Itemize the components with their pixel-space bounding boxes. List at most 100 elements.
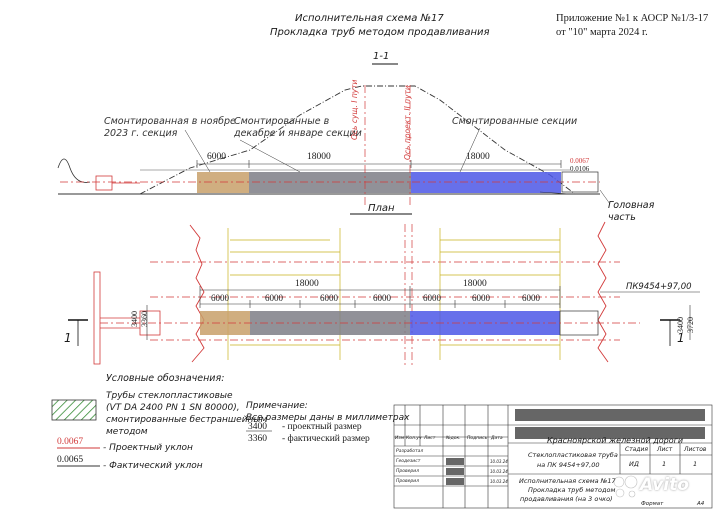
stamp-sheet-header: Лист bbox=[657, 446, 673, 453]
attachment-line-2: от "10" марта 2024 г. bbox=[556, 27, 648, 38]
redacted-field-mid bbox=[515, 427, 705, 439]
stamp-desc-1: Стеклопластиковая труба bbox=[528, 451, 618, 459]
redacted-signature-3 bbox=[446, 478, 464, 485]
stamp-col-sign: Подпись bbox=[467, 436, 488, 441]
plan-pk: ПК9454+97,00 bbox=[626, 282, 692, 292]
plan-dim-18000-a: 18000 bbox=[295, 279, 319, 289]
head-part-section bbox=[561, 171, 599, 193]
plan-dim-6000-6: 6000 bbox=[472, 293, 490, 303]
stamp-role-surveyor: Геодезист bbox=[396, 459, 421, 464]
stamp-col-date: Дата bbox=[491, 436, 503, 441]
stamp-role-checked-1: Проверил bbox=[396, 469, 420, 474]
stamp-desc-3: Исполнительная схема №17 bbox=[519, 477, 616, 485]
stamp-stage-header: Стадия bbox=[625, 446, 649, 453]
legend-graphics bbox=[51, 399, 272, 467]
stamp-desc-5: продавливания (на 3 очко) bbox=[520, 495, 613, 503]
format-label: Формат bbox=[641, 501, 664, 507]
plan-label: План bbox=[368, 203, 395, 214]
embankment-outline bbox=[139, 85, 576, 195]
redacted-signature-2 bbox=[446, 468, 464, 475]
stamp-date-1: 10.03.24 bbox=[490, 459, 508, 464]
plan-dim-6000-2: 6000 bbox=[265, 293, 283, 303]
note-label-2: - фактический размер bbox=[282, 434, 370, 444]
note-november-2: 2023 г. секция bbox=[104, 128, 178, 139]
head-part-label: Головная bbox=[608, 200, 655, 211]
note-november: Смонтированная в ноябре bbox=[104, 116, 236, 127]
stamp-desc-4: Прокладка труб методом bbox=[528, 486, 616, 494]
title-line-2: Прокладка труб методом продавливания bbox=[270, 27, 490, 38]
redacted-field-top bbox=[515, 409, 705, 421]
section-view bbox=[57, 63, 611, 205]
axis-existing-label: Ось сущ. I пути bbox=[350, 79, 359, 140]
note-title: Примечание: bbox=[246, 401, 308, 411]
cut-marker-left: 1 bbox=[64, 331, 72, 345]
section-dim-18000-a: 18000 bbox=[307, 152, 331, 162]
legend-pipe-1: Трубы стеклопластиковые bbox=[106, 391, 233, 401]
note-value-1: 3400 bbox=[248, 422, 267, 432]
legend-slope-project-value: 0.0067 bbox=[57, 437, 84, 447]
plan-dim-6000-5: 6000 bbox=[423, 293, 441, 303]
stamp-role-developed: Разработал bbox=[396, 449, 424, 454]
plan-dim-6000-1: 6000 bbox=[211, 293, 229, 303]
legend-title: Условные обозначения: bbox=[106, 373, 225, 384]
plan-dim-18000-b: 18000 bbox=[463, 279, 487, 289]
stamp-sheets-header: Листов bbox=[684, 446, 707, 453]
plan-dim-3400: 3400 bbox=[130, 311, 139, 327]
stamp-desc-2: на ПК 9454+97,00 bbox=[537, 461, 600, 469]
note-dec-jan-2: декабре и январе секции bbox=[234, 128, 362, 139]
stamp-date-3: 10.03.24 bbox=[490, 479, 508, 484]
pipe-section-nov bbox=[197, 172, 249, 193]
legend-pipe-3: смонтированные бестраншейным bbox=[106, 415, 268, 425]
section-label: 1-1 bbox=[373, 51, 390, 62]
stamp-col-qty: Кол.уч bbox=[406, 436, 422, 441]
note-text: Все размеры даны в миллиметрах bbox=[246, 413, 410, 423]
plan-dim-6000-3: 6000 bbox=[320, 293, 338, 303]
legend-slope-actual-value: 0.0065 bbox=[57, 455, 84, 465]
plan-dim-3720: 3720 bbox=[686, 317, 695, 333]
legend-slope-actual-label: - Фактический уклон bbox=[103, 461, 203, 471]
head-part-label-2: часть bbox=[608, 212, 636, 223]
jacking-frame bbox=[95, 175, 113, 191]
plan-dim-3360: 3360 bbox=[140, 311, 149, 327]
legend-pipe-2: (VT DA 2400 PN 1 SN 80000), bbox=[106, 403, 240, 413]
plan-right-slope bbox=[597, 221, 609, 363]
stamp-date-2: 10.03.24 bbox=[490, 469, 508, 474]
legend-hatch-swatch bbox=[51, 399, 97, 421]
pipe-section-blue bbox=[411, 172, 561, 193]
axis-project-label: Ось проект. II пути bbox=[403, 85, 412, 160]
section-dim-6000: 6000 bbox=[207, 152, 226, 162]
stamp-railway: Красноярской железной дороги bbox=[547, 436, 684, 445]
attachment-line-1: Приложение №1 к АОСР №1/3-17 bbox=[556, 13, 709, 24]
stamp-sheets-value: 1 bbox=[693, 460, 698, 468]
avito-logo bbox=[613, 475, 638, 498]
plan-dim-6000-7: 6000 bbox=[522, 293, 540, 303]
title-line-1: Исполнительная схема №17 bbox=[295, 13, 444, 24]
stamp-col-sheet: Лист bbox=[424, 436, 436, 441]
legend-slope-project-label: - Проектный уклон bbox=[103, 443, 193, 453]
stamp-role-checked-2: Проверил bbox=[396, 479, 420, 484]
left-ground-line bbox=[57, 158, 91, 183]
stamp-col-doc: №док. bbox=[446, 436, 461, 441]
pipe-section-decjan bbox=[249, 172, 411, 193]
title-block bbox=[393, 404, 713, 509]
note-value-2: 3360 bbox=[248, 434, 267, 444]
note-label-1: - проектный размер bbox=[282, 422, 362, 432]
stamp-col-change: Изм bbox=[395, 436, 405, 441]
plan-left-slope bbox=[189, 224, 205, 363]
section-slope-actual: 0.0106 bbox=[570, 165, 590, 173]
plan-dim-6000-4: 6000 bbox=[373, 293, 391, 303]
section-slope-project: 0.0067 bbox=[570, 157, 590, 165]
plan-jack bbox=[93, 271, 101, 365]
redacted-signature-1 bbox=[446, 458, 464, 465]
avito-watermark-text: Avito bbox=[640, 475, 689, 495]
stamp-sheet-value: 1 bbox=[662, 460, 667, 468]
note-mounted: Смонтированные секции bbox=[452, 116, 578, 127]
format-value: А4 bbox=[697, 501, 705, 507]
note-dec-jan: Смонтированные в bbox=[234, 116, 330, 127]
stamp-stage-value: ИД bbox=[629, 460, 639, 468]
legend-pipe-4: методом bbox=[106, 427, 148, 437]
cut-marker-right: 1 bbox=[677, 331, 685, 345]
plan-view bbox=[68, 213, 700, 365]
